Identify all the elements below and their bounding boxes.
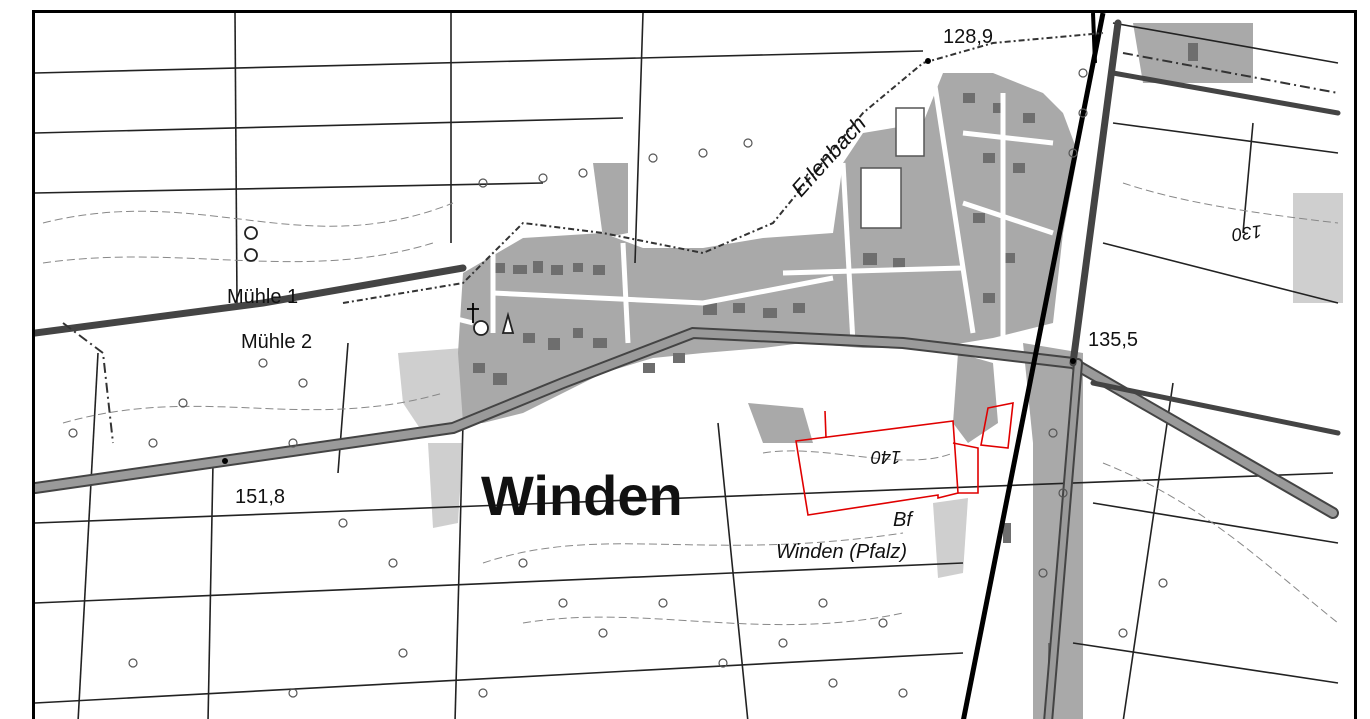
contour-lines <box>42 182 1339 626</box>
village-streets <box>432 72 1054 344</box>
mill2-label: Mühle 2 <box>241 331 312 353</box>
elevation-points <box>222 58 1076 464</box>
map-frame: Winden Bf Winden (Pfalz) Erlenbach Mühle… <box>32 10 1357 719</box>
contour-140-label: 140 <box>871 447 901 467</box>
orchard-symbols <box>68 68 1168 698</box>
district-boundary <box>62 52 1339 444</box>
elevation-128-label: 128,9 <box>943 26 993 48</box>
station-name-label: Winden (Pfalz) <box>776 541 907 563</box>
field-paths <box>35 13 1339 719</box>
station-abbr-label: Bf <box>893 509 914 531</box>
highlighted-parcel[interactable] <box>795 402 1014 516</box>
town-label: Winden <box>481 464 683 527</box>
settlement-area <box>458 23 1253 719</box>
sports-fields <box>860 107 925 229</box>
elevation-135-label: 135,5 <box>1088 329 1138 351</box>
topographic-map[interactable]: Winden Bf Winden (Pfalz) Erlenbach Mühle… <box>35 13 1357 719</box>
contour-130-label: 130 <box>1231 221 1264 245</box>
elevation-151-label: 151,8 <box>235 486 285 508</box>
mill-symbols <box>244 226 515 336</box>
railway-line <box>961 13 1106 719</box>
mill1-label: Mühle 1 <box>227 286 298 308</box>
buildings <box>473 43 1198 673</box>
stream-erlenbach <box>342 32 1104 304</box>
